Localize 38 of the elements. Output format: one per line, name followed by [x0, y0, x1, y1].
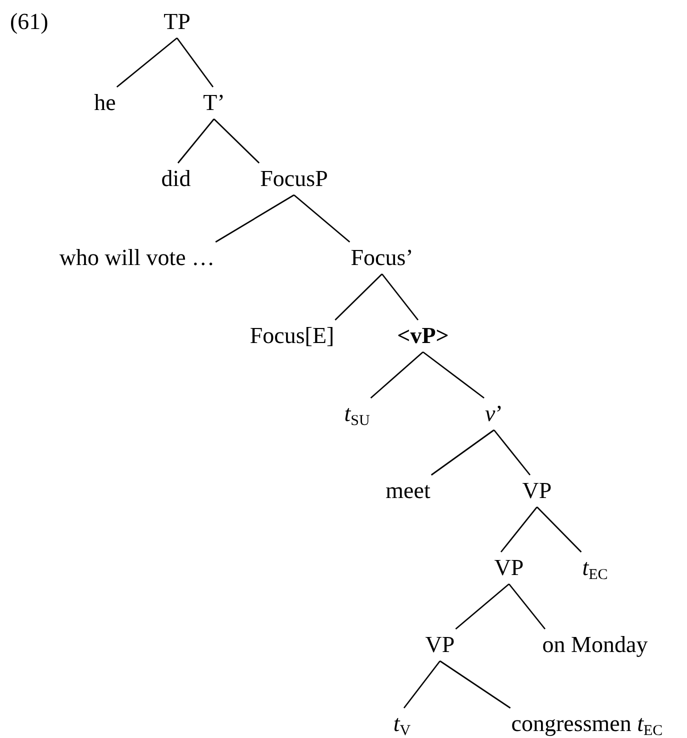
tree-node-label: VP: [493, 552, 525, 584]
tree-node-label: t$_{V}$: [392, 708, 412, 738]
tree-node-label: v’: [484, 398, 504, 430]
tree-branch: [455, 583, 510, 630]
tree-node-label: Focus[E]: [248, 320, 336, 352]
tree-node-label: who will vote …: [58, 242, 216, 274]
tree-node-label: VP: [521, 475, 553, 507]
tree-node-label: VP: [424, 629, 456, 661]
tree-branch: [116, 37, 178, 88]
tree-branch: [370, 351, 424, 399]
tree-node-label: on Monday: [541, 629, 649, 661]
tree-node-label: FocusP: [259, 163, 329, 195]
example-number: (61): [10, 10, 48, 34]
tree-branch: [440, 660, 511, 709]
tree-branch: [177, 118, 215, 164]
tree-node-label: meet: [384, 475, 432, 507]
tree-branch: [294, 194, 350, 243]
tree-branch: [214, 118, 260, 164]
tree-branch: [493, 430, 531, 476]
tree-branch: [403, 660, 441, 708]
tree-node-label: t$_{EC}$: [581, 552, 609, 584]
tree-branch: [381, 274, 419, 320]
tree-branch: [334, 274, 382, 320]
tree-node-label: he: [93, 87, 117, 119]
tree-node-label: <vP>: [396, 320, 450, 352]
tree-branch: [536, 506, 582, 552]
tree-node-label: T’: [202, 87, 226, 119]
tree-branch: [422, 351, 484, 399]
tree-node-label: congressmen t$_{EC}$: [510, 708, 664, 738]
tree-branch: [176, 38, 214, 88]
tree-node-label: TP: [162, 6, 192, 38]
tree-branch: [215, 194, 294, 243]
tree-branch: [430, 429, 494, 476]
tree-node-label: t$_{SU}$: [343, 398, 371, 430]
tree-branch: [500, 506, 538, 552]
tree-node-label: Focus’: [350, 242, 414, 274]
tree-branch: [508, 584, 546, 630]
tree-node-label: did: [160, 163, 192, 195]
